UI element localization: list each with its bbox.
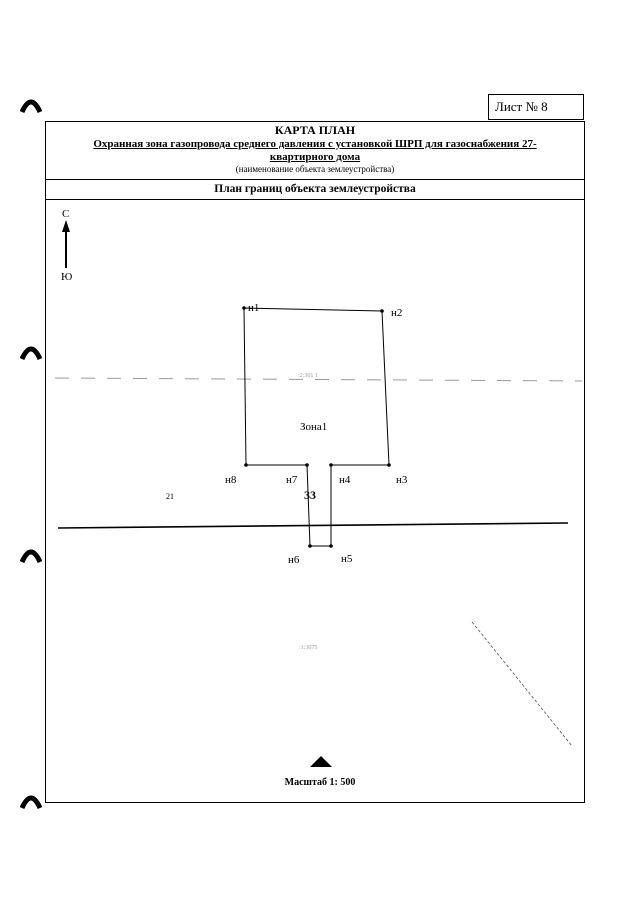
punch-hole-mark — [20, 549, 42, 564]
faint-cadastral-label: :2:301 1 — [298, 373, 318, 379]
faint-cadastral-label: :1:3075 — [299, 645, 317, 651]
object-name-line2: квартирного дома — [269, 151, 361, 163]
document-header: КАРТА ПЛАН Охранная зона газопровода сре… — [46, 122, 584, 180]
zone-label: Зона1 — [300, 421, 327, 433]
vertex-label: н1 — [248, 302, 259, 314]
zone-vertex-labels: н1 н2 н3 н4 н5 н6 н7 н8 — [225, 302, 408, 566]
compass-north-label: С — [62, 208, 69, 220]
vertex-point — [305, 463, 309, 467]
document-frame: КАРТА ПЛАН Охранная зона газопровода сре… — [45, 121, 585, 803]
parcel-boundary-dashed — [54, 377, 583, 382]
map-scale: Масштаб 1: 500 — [284, 777, 356, 788]
vertex-label: н5 — [341, 553, 353, 565]
vertex-label: н7 — [286, 474, 298, 486]
vertex-point — [329, 463, 333, 467]
road-boundary-line — [57, 522, 569, 529]
vertex-point — [387, 463, 391, 467]
vertex-point — [329, 544, 333, 548]
vertex-point — [244, 463, 248, 467]
plan-title: План границ объекта землеустройства — [46, 180, 584, 200]
compass: С Ю — [61, 208, 72, 283]
vertex-point — [242, 306, 246, 310]
faint-diagonal-line — [471, 621, 573, 747]
parcel-number: 21 — [166, 492, 174, 501]
vertex-label: н6 — [288, 554, 300, 566]
north-arrow-icon — [62, 220, 70, 232]
parcel-number: 33 — [304, 488, 316, 502]
punch-hole-mark — [20, 346, 42, 361]
sheet-number-label: Лист № 8 — [495, 99, 548, 114]
vertex-label: н2 — [391, 307, 402, 319]
vertex-point — [380, 309, 384, 313]
vertex-point — [308, 544, 312, 548]
document-title: КАРТА ПЛАН — [274, 123, 356, 137]
object-name-caption: (наименование объекта землеустройства) — [235, 164, 395, 174]
vertex-label: н8 — [225, 474, 237, 486]
vertex-label: н4 — [339, 474, 351, 486]
sheet-number-box: Лист № 8 — [488, 94, 584, 120]
compass-south-label: Ю — [61, 271, 72, 283]
north-indicator-icon — [310, 756, 332, 767]
punch-hole-mark — [20, 99, 42, 114]
zone-vertex-points — [242, 306, 391, 548]
object-name-line1: Охранная зона газопровода среднего давле… — [93, 138, 537, 150]
vertex-label: н3 — [396, 474, 408, 486]
punch-hole-mark — [20, 795, 42, 810]
